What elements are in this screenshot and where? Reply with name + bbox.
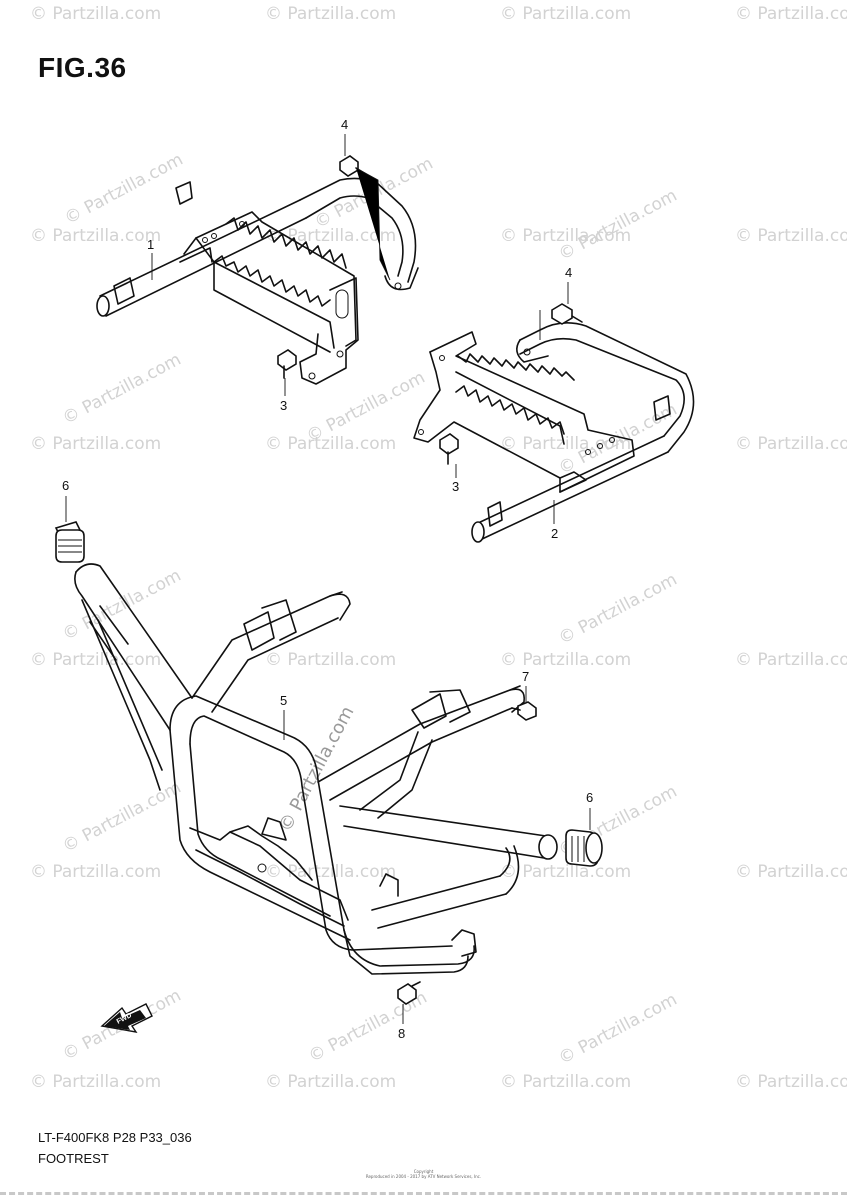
bolt-3-left[interactable] [277,349,297,379]
svg-text:3: 3 [452,479,459,494]
watermark: © Partzilla.com [500,226,632,246]
callout-1: 1 [147,237,154,280]
watermark: © Partzilla.com [265,650,397,670]
watermark: © Partzilla.com [265,4,397,24]
callout-4-right: 4 [565,265,572,304]
callout-6-left: 6 [62,478,69,522]
watermark: © Partzilla.com [735,4,847,24]
watermark: © Partzilla.com [30,650,162,670]
bolt-4-left[interactable] [339,155,391,281]
bolt-4-right[interactable] [539,303,583,340]
figure-title: FIG.36 [38,52,127,83]
cap-6-right[interactable] [565,829,603,867]
watermark: © Partzilla.com [735,862,847,882]
svg-text:5: 5 [280,693,287,708]
svg-text:8: 8 [398,1026,405,1041]
svg-text:7: 7 [522,669,529,684]
bolt-7[interactable] [511,701,537,721]
watermark: © Partzilla.com [500,1072,632,1092]
watermark: © Partzilla.com [500,4,632,24]
watermark: © Partzilla.com [265,434,397,454]
front-bumper-guard[interactable] [74,563,558,975]
watermark: © Partzilla.com [30,862,162,882]
callout-3-right: 3 [452,464,459,494]
watermark: © Partzilla.com [735,650,847,670]
watermark: © Partzilla.com [735,226,847,246]
watermark: © Partzilla.com [265,226,397,246]
footrest-right[interactable] [413,322,695,543]
callout-4-left: 4 [341,117,348,156]
svg-text:1: 1 [147,237,154,252]
footrest-left[interactable] [96,177,419,385]
callout-7: 7 [522,669,529,702]
copyright-notice: Copyright Reproduced in 2004 - 2017 by A… [0,1169,847,1179]
watermark: © Partzilla.com [735,1072,847,1092]
bolt-3-right[interactable] [439,433,459,465]
diagram-name: FOOTREST [38,1151,109,1166]
model-code: LT-F400FK8 P28 P33_036 [38,1130,192,1145]
callout-8: 8 [398,1004,405,1041]
cap-6-left[interactable] [54,521,85,563]
page-bottom-edge [0,1192,847,1195]
svg-text:6: 6 [62,478,69,493]
copyright-line: Copyright [413,1169,434,1174]
callout-3-left: 3 [280,378,287,413]
callout-5: 5 [280,693,287,740]
copyright-line: Reproduced in 2004 - 2017 by ATV Network… [365,1174,482,1179]
svg-text:3: 3 [280,398,287,413]
watermark: © Partzilla.com [30,226,162,246]
callout-2: 2 [551,500,558,541]
bolt-8[interactable] [397,981,421,1005]
callout-6-right: 6 [586,790,593,830]
svg-text:2: 2 [551,526,558,541]
watermark: © Partzilla.com [500,862,632,882]
watermark: © Partzilla.com [265,1072,397,1092]
svg-text:4: 4 [565,265,572,280]
fwd-arrow-icon: FWD [100,1003,153,1033]
svg-text:6: 6 [586,790,593,805]
watermark: © Partzilla.com [30,4,162,24]
watermark: © Partzilla.com [265,862,397,882]
watermark: © Partzilla.com [735,434,847,454]
watermark: © Partzilla.com [500,650,632,670]
watermark: © Partzilla.com [30,434,162,454]
watermark: © Partzilla.com [500,434,632,454]
svg-text:4: 4 [341,117,348,132]
watermark: © Partzilla.com [30,1072,162,1092]
